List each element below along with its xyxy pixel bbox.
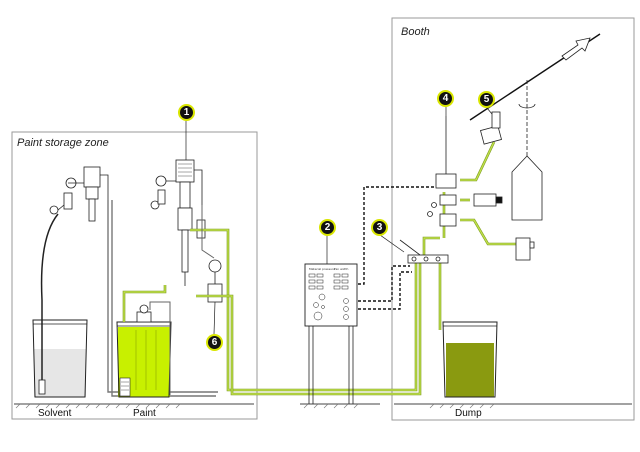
pilot-air-lines [358, 186, 436, 310]
callout-4: 4 [437, 90, 454, 107]
callout-1: 1 [178, 104, 195, 121]
callout-5: 5 [478, 91, 495, 108]
spray-gun-top [480, 111, 502, 145]
callout-leaders [185, 107, 493, 335]
booth-label: Booth [401, 26, 430, 38]
dump-bucket [442, 321, 498, 398]
control-panel: Material pressure Fan width [304, 263, 358, 404]
dump-caption: Dump [455, 408, 482, 419]
color-change-valves [427, 116, 457, 227]
booth-zone-border [391, 17, 635, 421]
ground-hatch [15, 403, 495, 409]
agitator [136, 304, 152, 323]
solvent-pump [38, 166, 109, 395]
paint-storage-zone-border [11, 131, 258, 420]
paint-bucket [116, 321, 172, 398]
callout-6: 6 [206, 334, 223, 351]
conveyor-arrow [561, 37, 591, 61]
paint-pump [150, 159, 206, 286]
solvent-caption: Solvent [38, 408, 72, 419]
panel-label-left: Material pressure [309, 267, 335, 271]
paint-storage-zone-label: Paint storage zone [17, 137, 109, 149]
solvent-hose [107, 200, 218, 397]
panel-label-right: Fan width [334, 267, 349, 271]
callout-2: 2 [319, 219, 336, 236]
spray-gun-middle [473, 193, 503, 207]
spray-gun-bottom [515, 237, 535, 261]
callout-3: 3 [371, 219, 388, 236]
hung-part [511, 80, 543, 221]
air-hoses [149, 205, 215, 395]
paint-caption: Paint [133, 408, 156, 419]
manifold [399, 239, 449, 264]
